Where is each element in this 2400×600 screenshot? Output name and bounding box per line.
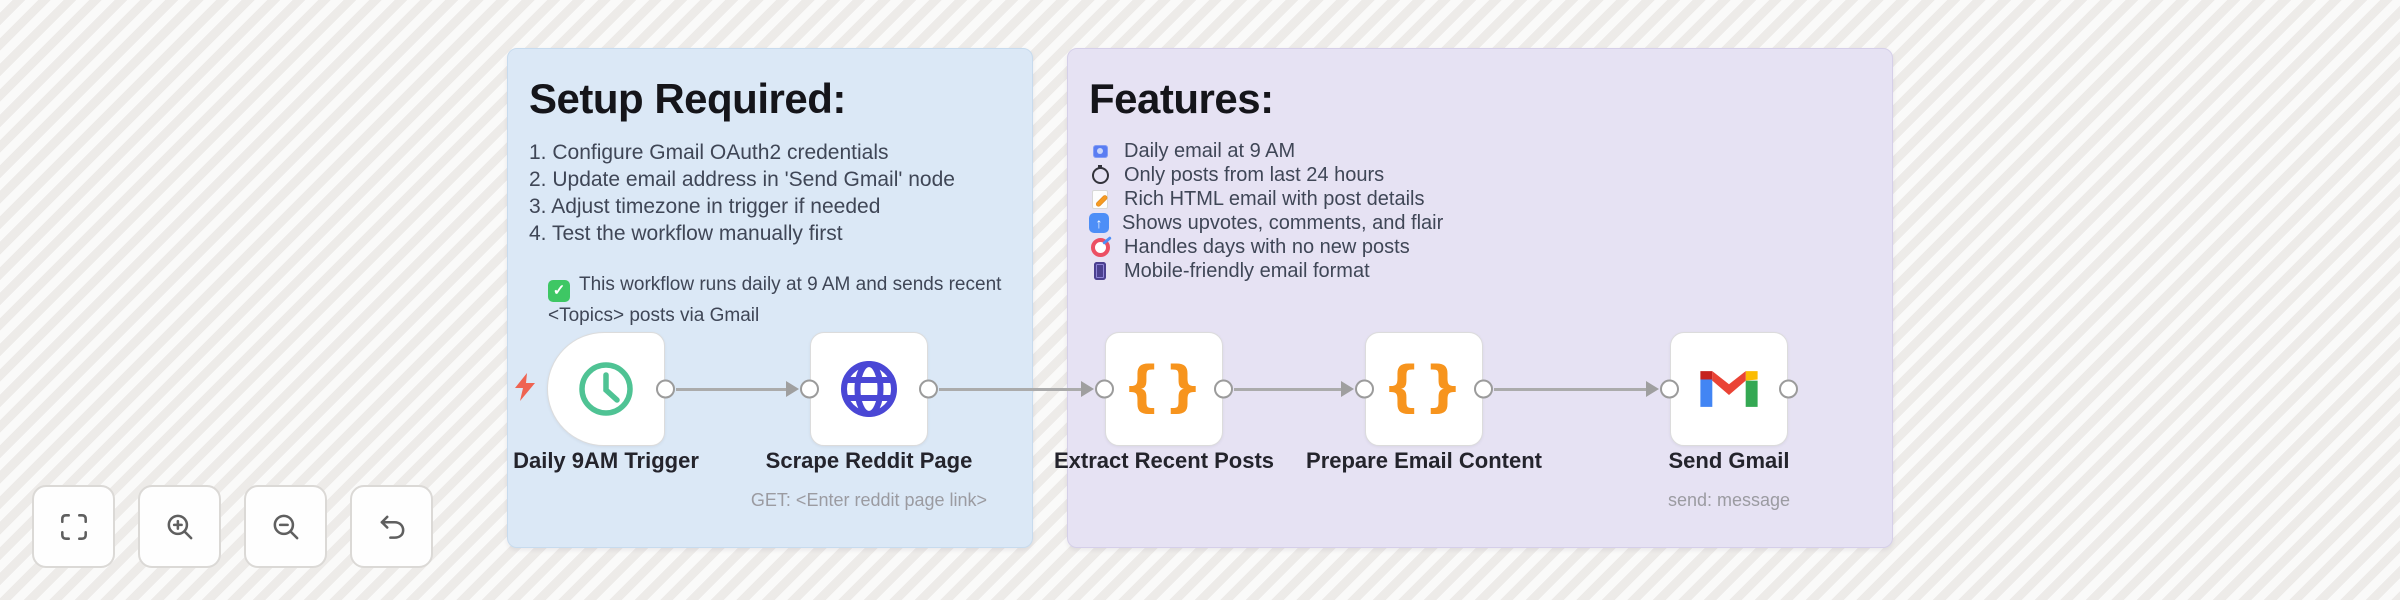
- stopwatch-icon: [1089, 164, 1111, 186]
- feature-item: Daily email at 9 AM: [1089, 139, 1870, 163]
- connection-arrow-icon: [786, 381, 799, 397]
- canvas-controls: [32, 485, 433, 568]
- features-note-title: Features:: [1089, 75, 1274, 122]
- undo-button[interactable]: [350, 485, 433, 568]
- connection-wire: [676, 388, 787, 391]
- feature-item: Shows upvotes, comments, and flair: [1089, 211, 1870, 235]
- setup-note-title: Setup Required:: [529, 75, 846, 122]
- code-braces-icon: {}: [1382, 354, 1466, 418]
- node-extract-recent-posts[interactable]: {}: [1095, 332, 1233, 446]
- sticky-note-features[interactable]: Features: Daily email at 9 AM Only posts…: [1067, 48, 1893, 548]
- node-label: Scrape Reddit Page: [765, 448, 973, 473]
- input-port[interactable]: [1355, 379, 1374, 399]
- feature-text: Shows upvotes, comments, and flair: [1122, 211, 1444, 234]
- connection-wire: [939, 388, 1082, 391]
- connection-arrow-icon: [1341, 381, 1354, 397]
- node-prepare-email-content[interactable]: {}: [1355, 332, 1493, 446]
- node-subtitle: send: message: [1667, 490, 1791, 510]
- target-icon: [1089, 236, 1111, 258]
- input-port[interactable]: [1660, 379, 1679, 399]
- feature-text: Only posts from last 24 hours: [1124, 163, 1385, 186]
- sticky-note-setup[interactable]: Setup Required: 1. Configure Gmail OAuth…: [507, 48, 1033, 548]
- input-port[interactable]: [800, 379, 819, 399]
- node-send-gmail[interactable]: [1660, 332, 1798, 446]
- input-port[interactable]: [1095, 379, 1114, 399]
- connection-wire: [1234, 388, 1342, 391]
- output-port[interactable]: [1214, 379, 1233, 399]
- feature-item: Only posts from last 24 hours: [1089, 163, 1870, 187]
- fit-view-button[interactable]: [32, 485, 115, 568]
- node-label: Send Gmail: [1668, 448, 1790, 473]
- node-daily-9am-trigger[interactable]: [547, 332, 675, 446]
- setup-step: 1. Configure Gmail OAuth2 credentials: [529, 141, 889, 164]
- node-subtitle: GET: <Enter reddit page link>: [750, 490, 988, 510]
- setup-step: 3. Adjust timezone in trigger if needed: [529, 195, 881, 218]
- feature-item: Mobile-friendly email format: [1089, 259, 1870, 283]
- email-icon: [1089, 140, 1111, 162]
- output-port[interactable]: [1779, 379, 1798, 399]
- up-arrow-icon: [1089, 213, 1109, 233]
- setup-callout-text: This workflow runs daily at 9 AM and sen…: [548, 274, 1002, 326]
- undo-icon: [380, 515, 404, 539]
- feature-text: Mobile-friendly email format: [1124, 259, 1370, 282]
- feature-item: Handles days with no new posts: [1089, 235, 1870, 259]
- connection-wire: [1494, 388, 1647, 391]
- node-label: Daily 9AM Trigger: [513, 448, 699, 473]
- node-label: Extract Recent Posts: [1053, 448, 1275, 473]
- globe-icon: [841, 361, 897, 417]
- output-port[interactable]: [1474, 379, 1493, 399]
- node-label: Prepare Email Content: [1306, 448, 1542, 473]
- connection-arrow-icon: [1646, 381, 1659, 397]
- setup-callout: ✓This workflow runs daily at 9 AM and se…: [529, 271, 1010, 329]
- code-braces-icon: {}: [1122, 354, 1206, 418]
- zoom-in-icon: [167, 514, 192, 539]
- setup-step: 4. Test the workflow manually first: [529, 222, 843, 245]
- memo-icon: [1089, 188, 1111, 210]
- feature-text: Rich HTML email with post details: [1124, 187, 1425, 210]
- node-scrape-reddit-page[interactable]: [800, 332, 938, 446]
- output-port[interactable]: [656, 379, 675, 399]
- trigger-bolt-icon: [515, 373, 535, 401]
- clock-icon: [579, 362, 633, 416]
- fit-view-icon: [60, 513, 87, 540]
- feature-text: Daily email at 9 AM: [1124, 139, 1296, 162]
- check-box-icon: ✓: [548, 279, 570, 302]
- zoom-in-button[interactable]: [138, 485, 221, 568]
- phone-icon: [1089, 260, 1111, 282]
- feature-item: Rich HTML email with post details: [1089, 187, 1870, 211]
- connection-arrow-icon: [1081, 381, 1094, 397]
- zoom-out-icon: [273, 514, 298, 539]
- gmail-icon: [1700, 371, 1758, 407]
- output-port[interactable]: [919, 379, 938, 399]
- feature-text: Handles days with no new posts: [1124, 235, 1410, 258]
- setup-step: 2. Update email address in 'Send Gmail' …: [529, 168, 955, 191]
- zoom-out-button[interactable]: [244, 485, 327, 568]
